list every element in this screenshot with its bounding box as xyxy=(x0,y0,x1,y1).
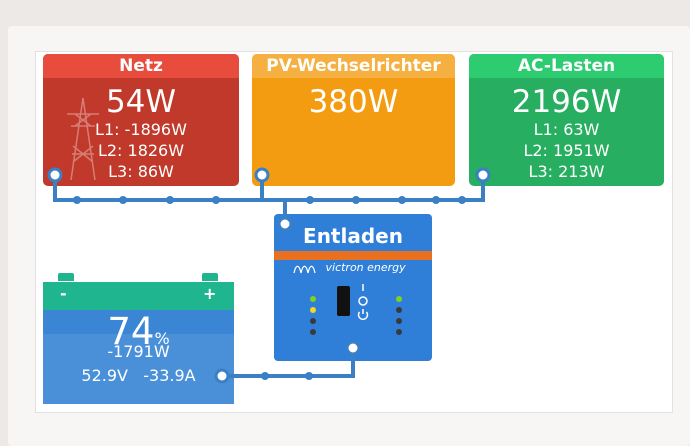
battery-power: -1791W xyxy=(107,342,170,361)
battery-soc: 74% xyxy=(43,310,234,353)
battery-soc-unit: % xyxy=(154,329,170,348)
led-indicator xyxy=(396,296,402,302)
battery-plus-label: + xyxy=(203,284,217,303)
ac-title: AC-Lasten xyxy=(469,54,664,78)
grid-l2: L2: 1826W xyxy=(97,141,185,160)
brand-label: victron energy xyxy=(292,261,406,275)
flow-dot xyxy=(305,372,313,380)
led-indicator xyxy=(310,307,316,313)
led-indicator xyxy=(396,318,402,324)
ac-power: 2196W xyxy=(511,84,622,120)
ac-connector xyxy=(475,167,491,183)
grid-connector xyxy=(47,167,63,183)
inverter-ac-connector xyxy=(277,216,293,232)
power-pylon-icon xyxy=(67,97,99,181)
ac-loads-box[interactable]: AC-Lasten 2196W L1: 63W L2: 1951W L3: 21… xyxy=(469,54,664,186)
inverter-stripe xyxy=(274,251,432,260)
battery-connector xyxy=(214,368,230,384)
flow-dot xyxy=(398,196,406,204)
inverter-state: Entladen xyxy=(303,224,403,248)
led-indicator xyxy=(310,318,316,324)
display-slot xyxy=(337,286,350,316)
grid-title: Netz xyxy=(43,54,239,78)
flow-dot xyxy=(166,196,174,204)
led-indicator xyxy=(310,296,316,302)
battery-minus-label: - xyxy=(60,284,67,303)
flow-dot xyxy=(352,196,360,204)
led-indicator xyxy=(396,307,402,313)
battery-vi: 52.9V -33.9A xyxy=(43,366,234,385)
battery-current: -33.9A xyxy=(143,366,196,385)
flow-dot xyxy=(306,196,314,204)
pv-title: PV-Wechselrichter xyxy=(252,54,455,78)
dc-wire xyxy=(220,346,355,378)
power-switch-icon xyxy=(357,284,369,320)
grid-l1: L1: -1896W xyxy=(95,120,187,139)
flow-dot xyxy=(458,196,466,204)
battery-soc-value: 74 xyxy=(107,310,155,353)
flow-dot xyxy=(261,372,269,380)
flow-dot xyxy=(432,196,440,204)
flow-dot xyxy=(212,196,220,204)
ac-l3: L3: 213W xyxy=(528,162,605,181)
grid-power: 54W xyxy=(105,84,177,120)
ac-bus-wire xyxy=(53,173,485,202)
inverter-dc-connector xyxy=(345,340,361,356)
battery-box[interactable]: - + 74% -1791W 52.9V -33.9A xyxy=(43,282,234,404)
grid-box[interactable]: Netz 54W L1: -1896W L2: 1826W L3: 86W xyxy=(43,54,239,186)
pv-power: 380W xyxy=(308,84,399,120)
battery-charge-fill xyxy=(43,334,234,404)
battery-voltage: 52.9V xyxy=(81,366,128,385)
connection-wires xyxy=(47,167,491,384)
battery-terminal-plus xyxy=(202,273,218,281)
flow-dot xyxy=(119,196,127,204)
inverter-box[interactable]: Entladen victron energy xyxy=(274,214,432,361)
brand-name: victron energy xyxy=(325,261,406,274)
led-indicator xyxy=(396,329,402,335)
led-indicator xyxy=(310,329,316,335)
victron-logo-icon xyxy=(293,265,316,273)
pv-inverter-box[interactable]: PV-Wechselrichter 380W xyxy=(252,54,455,186)
ac-l2: L2: 1951W xyxy=(523,141,610,160)
flow-dot xyxy=(73,196,81,204)
grid-l3: L3: 86W xyxy=(108,162,174,181)
battery-top xyxy=(43,282,234,310)
battery-terminal-minus xyxy=(58,273,74,281)
ac-l1: L1: 63W xyxy=(533,120,600,139)
pv-connector xyxy=(254,167,270,183)
